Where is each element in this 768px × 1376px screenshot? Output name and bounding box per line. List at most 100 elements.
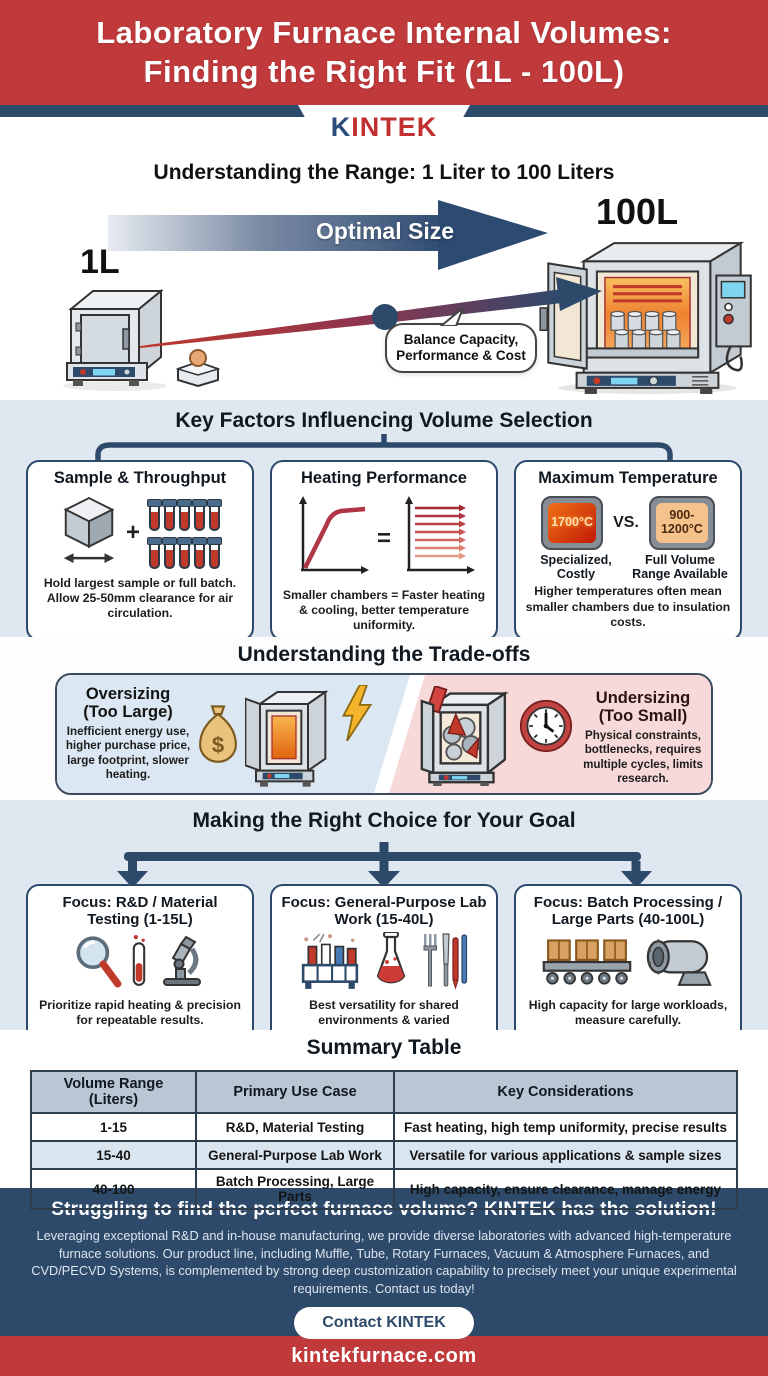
magnifier-icon: [72, 934, 122, 993]
low-temp-label: Full Volume Range Available: [632, 552, 728, 581]
column-header: Key Considerations: [393, 1070, 738, 1114]
cell-use-case: R&D, Material Testing: [195, 1112, 395, 1142]
undersizing-title-line1: Undersizing: [595, 689, 691, 707]
choice-card-text: Prioritize rapid heating & precision for…: [39, 997, 241, 1027]
cell-considerations: Fast heating, high temp uniformity, prec…: [393, 1112, 738, 1142]
choice-cards: Focus: R&D / Material Testing (1-15L): [26, 884, 742, 1051]
general-lab-icons: [280, 931, 488, 995]
cell-considerations: High capacity, ensure clearance, manage …: [393, 1168, 738, 1210]
heating-curve-chart-icon: [291, 494, 371, 585]
table-row: 40-100 Batch Processing, Large Parts Hig…: [30, 1168, 738, 1210]
sample-icons: +: [36, 494, 244, 573]
choice-card-title: Focus: Batch Processing / Large Parts (4…: [533, 894, 723, 929]
summary-heading: Summary Table: [306, 1036, 462, 1059]
kintek-logo: KINTEK: [298, 105, 470, 151]
branch-arrows: [0, 842, 768, 895]
bracket-connector: [0, 434, 768, 466]
svg-text:$: $: [212, 732, 224, 757]
sample-cube-icon: [58, 494, 120, 573]
factor-cards: Sample & Throughput +: [26, 460, 742, 641]
section-range: Understanding the Range: 1 Liter to 100 …: [0, 117, 768, 400]
factor-card-text: Higher temperatures often mean smaller c…: [525, 584, 731, 629]
high-temp-badge: 1700°C: [541, 495, 604, 550]
cell-volume-range: 40-100: [30, 1168, 197, 1210]
website-url[interactable]: kintekfurnace.com: [291, 1345, 477, 1367]
column-header: Volume Range (Liters): [30, 1070, 197, 1114]
factor-card-title: Heating Performance: [301, 469, 467, 487]
section-right-choice: Making the Right Choice for Your Goal Fo…: [0, 800, 768, 1051]
contact-kintek-button[interactable]: Contact KINTEK: [294, 1306, 474, 1339]
header-banner: Laboratory Furnace Internal Volumes: Fin…: [0, 0, 768, 105]
large-furnace-icon: [538, 233, 756, 400]
cell-volume-range: 15-40: [30, 1140, 197, 1170]
undersizing-block: Undersizing (Too Small) Physical constra…: [577, 689, 709, 786]
factor-card-heating-performance: Heating Performance =: [270, 460, 498, 641]
microscope-icon: [156, 934, 208, 993]
undersizing-text: Physical constraints, bottlenecks, requi…: [583, 729, 703, 785]
flask-icon: [368, 931, 414, 995]
factor-card-text: Hold largest sample or full batch. Allow…: [43, 575, 237, 621]
page-title-line2: Finding the Right Fit (1L - 100L): [143, 54, 625, 89]
website-bar[interactable]: kintekfurnace.com: [0, 1336, 768, 1376]
section-key-factors: Key Factors Influencing Volume Selection…: [0, 400, 768, 641]
equals-glyph: =: [376, 525, 391, 553]
test-tubes-icon: [146, 497, 222, 570]
optimal-size-arrow: [108, 200, 548, 275]
batch-icons: [524, 933, 732, 995]
lightning-bolt-icon: [339, 684, 375, 746]
optimal-size-label: Optimal Size: [315, 218, 455, 244]
choice-card-title: Focus: General-Purpose Lab Work (15-40L): [281, 894, 487, 929]
oversizing-title-line1: Oversizing: [85, 685, 171, 703]
tube-furnace-cylinder-icon: [640, 933, 716, 994]
rd-icons: [36, 933, 244, 995]
tube-rack-icon: [299, 932, 361, 995]
cell-use-case: General-Purpose Lab Work: [195, 1140, 395, 1170]
factor-card-title: Sample & Throughput: [53, 469, 227, 487]
balance-callout: Balance Capacity, Performance & Cost: [385, 304, 537, 373]
high-temp-label: Specialized, Costly: [540, 552, 612, 581]
cell-volume-range: 1-15: [30, 1112, 197, 1142]
uniformity-arrows-icon: [397, 494, 477, 585]
small-furnace-icon: [56, 279, 178, 396]
key-factors-heading: Key Factors Influencing Volume Selection: [175, 409, 593, 432]
choice-card-rd-testing: Focus: R&D / Material Testing (1-15L): [26, 884, 254, 1051]
stuffed-furnace-icon: [419, 684, 519, 791]
oversizing-text: Inefficient energy use, higher purchase …: [65, 725, 191, 781]
conveyor-boxes-icon: [541, 934, 633, 993]
temperature-badge-labels: Specialized, Costly Full Volume Range Av…: [524, 552, 732, 582]
choice-card-text: High capacity for large workloads, measu…: [528, 997, 728, 1027]
section-footer-cta: Struggling to find the perfect furnace v…: [0, 1188, 768, 1339]
logo-text: INTEK: [351, 112, 438, 142]
table-header-row: Volume Range (Liters) Primary Use Case K…: [30, 1070, 738, 1114]
table-row: 15-40 General-Purpose Lab Work Versatile…: [30, 1140, 738, 1170]
table-row: 1-15 R&D, Material Testing Fast heating,…: [30, 1112, 738, 1142]
summary-table: Volume Range (Liters) Primary Use Case K…: [30, 1070, 738, 1210]
money-bag-icon: $: [195, 689, 241, 780]
large-volume-label: 100L: [596, 191, 679, 232]
crucible-icon: [172, 341, 224, 392]
logo-letter-k: K: [330, 112, 352, 142]
callout-tail: [438, 304, 467, 330]
oversizing-title-line2: (Too Large): [83, 703, 173, 722]
choice-heading: Making the Right Choice for Your Goal: [192, 809, 576, 832]
heating-icons: =: [280, 494, 488, 585]
cell-use-case: Batch Processing, Large Parts: [195, 1168, 395, 1210]
cell-considerations: Versatile for various applications & sam…: [393, 1140, 738, 1170]
range-heading: Understanding the Range: 1 Liter to 100 …: [153, 161, 615, 184]
factor-card-sample-throughput: Sample & Throughput +: [26, 460, 254, 641]
section-summary: Summary Table Volume Range (Liters) Prim…: [0, 1030, 768, 1210]
tradeoffs-panel: Oversizing (Too Large) Inefficient energ…: [55, 673, 713, 795]
choice-card-general-lab: Focus: General-Purpose Lab Work (15-40L): [270, 884, 498, 1051]
temperature-badges: 1700°C VS. 900-1200°C: [524, 495, 732, 550]
footer-body-text: Leveraging exceptional R&D and in-house …: [31, 1228, 737, 1296]
column-header: Primary Use Case: [195, 1070, 395, 1114]
low-temp-badge: 900-1200°C: [648, 495, 715, 550]
choice-card-title: Focus: R&D / Material Testing (1-15L): [62, 894, 218, 929]
test-tube-icon: [129, 934, 149, 993]
small-volume-label: 1L: [80, 243, 120, 281]
tradeoffs-heading: Understanding the Trade-offs: [237, 643, 531, 666]
clock-icon: [519, 699, 573, 758]
balance-callout-text: Balance Capacity, Performance & Cost: [396, 331, 526, 363]
utensils-icon: [421, 932, 469, 995]
